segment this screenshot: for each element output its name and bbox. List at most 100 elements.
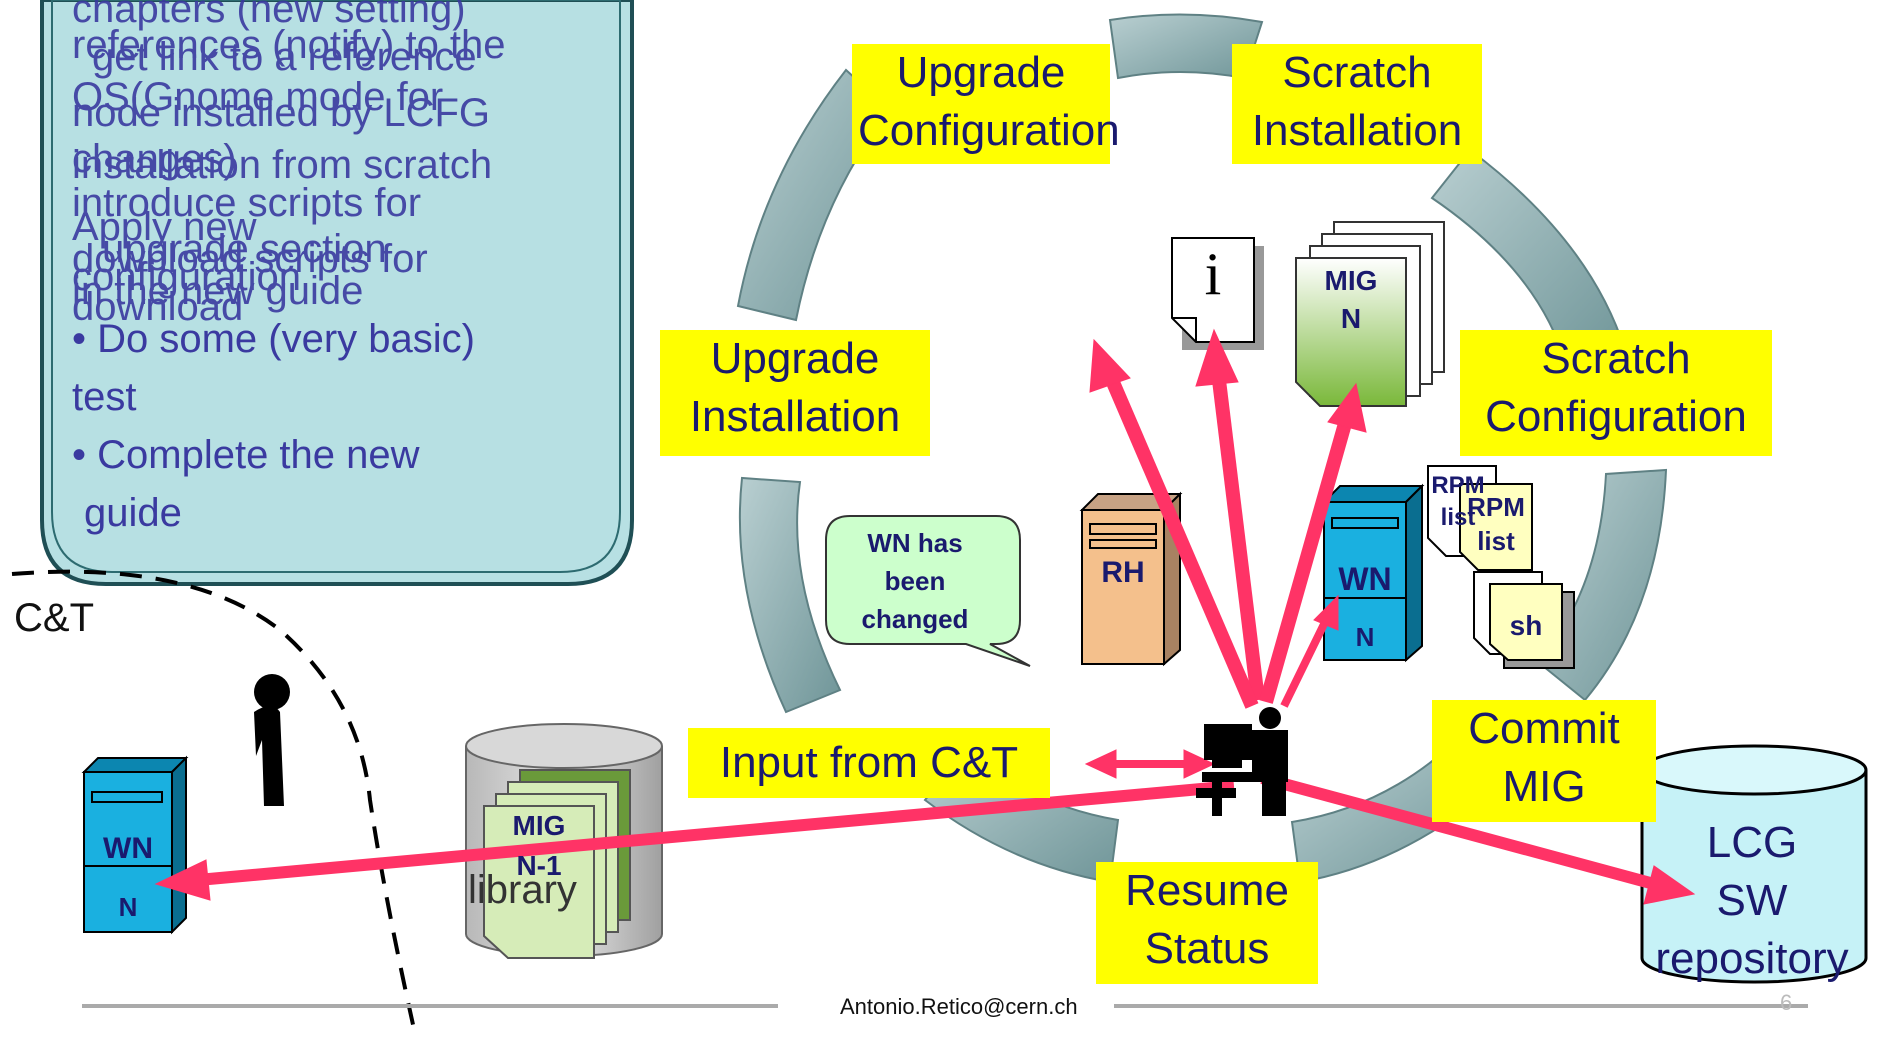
label-resume-status: Resume Status bbox=[1096, 862, 1318, 984]
label-commit-mig: Commit MIG bbox=[1432, 700, 1656, 822]
label-line: Installation bbox=[689, 392, 901, 441]
label-input-from-ct: Input from C&T bbox=[688, 728, 1050, 798]
arrow-to-mig-n bbox=[1259, 418, 1353, 704]
sh-document-icons bbox=[1473, 571, 1575, 669]
wn-left-label: WN N bbox=[84, 820, 172, 936]
label-line: Upgrade bbox=[710, 334, 880, 383]
sh-label: sh bbox=[1509, 610, 1543, 641]
info-symbol: i bbox=[1204, 241, 1222, 307]
wn-left-server-icon bbox=[81, 755, 189, 935]
callout-line: in the new guide bbox=[72, 269, 364, 313]
arrow-to-wn-left bbox=[197, 780, 1235, 886]
callout-line: upgrade section bbox=[102, 227, 387, 271]
callout-line: download scripts for bbox=[72, 237, 428, 281]
arrow-to-wn-left-head bbox=[154, 859, 211, 901]
callout-line: changes) bbox=[72, 137, 237, 181]
arrow-to-wn-center bbox=[1280, 618, 1330, 708]
label-line: Upgrade bbox=[896, 48, 1066, 97]
lcg-repository-cylinder-icon bbox=[1640, 744, 1868, 984]
callout-bullet: test bbox=[72, 375, 137, 419]
callout-line: download bbox=[72, 285, 244, 329]
label-line: Scratch bbox=[1541, 334, 1691, 383]
mig-n1-label: MIG N-1 bbox=[484, 806, 594, 886]
ct-label: C&T bbox=[14, 596, 94, 640]
operator-at-computer-icon bbox=[1196, 707, 1288, 816]
bubble-line: changed bbox=[861, 604, 969, 634]
arrow-to-repository bbox=[1260, 772, 1656, 890]
label-line: Commit bbox=[1468, 704, 1620, 753]
wn-left-line: WN bbox=[103, 832, 153, 865]
arrow-to-repository-head bbox=[1643, 865, 1696, 905]
callout-line: node installed by LCFG bbox=[72, 91, 491, 135]
arrow-input-ct-head-right bbox=[1183, 749, 1216, 779]
arrow-to-upgrade-installation-head bbox=[1089, 338, 1131, 393]
rh-label: RH bbox=[1101, 556, 1145, 589]
rh-server-icon bbox=[1079, 491, 1183, 667]
mig-n-line: MIG bbox=[1324, 265, 1378, 296]
wn-left-line: N bbox=[118, 892, 138, 922]
boundary-dashed-line bbox=[11, 569, 418, 1038]
person-icon bbox=[254, 674, 290, 806]
info-document-icon bbox=[1171, 237, 1264, 350]
label-line: Status bbox=[1144, 924, 1270, 973]
wn-center-line: N bbox=[1355, 622, 1375, 652]
callout-bullet: • Do some (very basic) bbox=[72, 317, 475, 361]
rpm-list-document-icons bbox=[1427, 465, 1533, 571]
callout-line: installation from scratch bbox=[72, 143, 493, 187]
arrow-input-ct-head-left bbox=[1084, 749, 1117, 779]
label-line: Input from C&T bbox=[719, 738, 1019, 787]
mig-n-label: MIG N bbox=[1296, 262, 1406, 338]
callout-line: references (notify) to the bbox=[72, 23, 506, 67]
ring-segment-left bbox=[738, 476, 842, 714]
callout-bullet: • Complete the new bbox=[72, 433, 420, 477]
repository-line: repository bbox=[1655, 934, 1849, 983]
arrow-to-info-head bbox=[1195, 328, 1239, 387]
callout-box bbox=[40, 0, 634, 586]
callout-text: chapters (new setting) references (notif… bbox=[72, 0, 632, 560]
library-label: library bbox=[468, 868, 577, 912]
label-line: Installation bbox=[1251, 106, 1463, 155]
arrow-to-mig-n-head bbox=[1327, 382, 1367, 433]
arrow-to-wn-center-head bbox=[1313, 594, 1339, 631]
wn-center-label: WN N bbox=[1324, 550, 1406, 666]
mig-n-line: N bbox=[1340, 303, 1362, 334]
rpm-back-line: list bbox=[1440, 504, 1476, 531]
repository-label: LCG SW repository bbox=[1642, 814, 1862, 988]
mig-n1-line: N-1 bbox=[516, 850, 562, 881]
label-upgrade-configuration: Upgrade Configuration bbox=[852, 44, 1120, 164]
callout-line: introduce scripts for bbox=[72, 181, 422, 225]
mig-n1-line: MIG bbox=[512, 810, 566, 841]
footer-email: Antonio.Retico@cern.ch bbox=[840, 994, 1078, 1019]
callout-bullets: • Do some (very basic) test • Complete t… bbox=[72, 310, 475, 542]
page-number: 6 bbox=[1780, 990, 1793, 1015]
rpm-back-line: RPM bbox=[1431, 472, 1485, 499]
rpm-front-line: RPM bbox=[1467, 492, 1525, 522]
label-line: Configuration bbox=[858, 106, 1120, 155]
label-line: Configuration bbox=[1485, 392, 1747, 441]
rpm-list-back-label: RPM list bbox=[1428, 470, 1488, 536]
arrows bbox=[154, 328, 1696, 905]
callout-line: get link to a reference bbox=[92, 35, 477, 79]
repository-line: LCG bbox=[1706, 818, 1798, 867]
rpm-front-line: list bbox=[1477, 526, 1515, 556]
bubble-text: WN has been changed bbox=[840, 524, 990, 638]
callout-line: OS(Gnome mode for bbox=[72, 75, 444, 119]
callout-line: chapters (new setting) bbox=[72, 0, 466, 31]
callout-line: configuration bbox=[72, 255, 302, 299]
label-line: MIG bbox=[1502, 762, 1586, 811]
bubble-line: been bbox=[884, 566, 946, 596]
speech-bubble bbox=[825, 515, 1031, 667]
label-line: Scratch bbox=[1282, 48, 1432, 97]
arrow-to-upgrade-installation bbox=[1105, 377, 1259, 709]
wn-center-server-icon bbox=[1321, 483, 1425, 663]
bubble-line: WN has bbox=[867, 528, 963, 558]
callout-line: Apply new bbox=[72, 205, 257, 249]
arrow-to-info bbox=[1211, 371, 1265, 701]
mig-n-document-stack-icon bbox=[1295, 221, 1445, 407]
label-line: Resume bbox=[1125, 866, 1289, 915]
callout-bullet: guide bbox=[84, 491, 182, 535]
label-upgrade-installation: Upgrade Installation bbox=[660, 330, 930, 456]
label-scratch-configuration: Scratch Configuration bbox=[1460, 330, 1772, 456]
wn-center-line: WN bbox=[1338, 561, 1392, 597]
